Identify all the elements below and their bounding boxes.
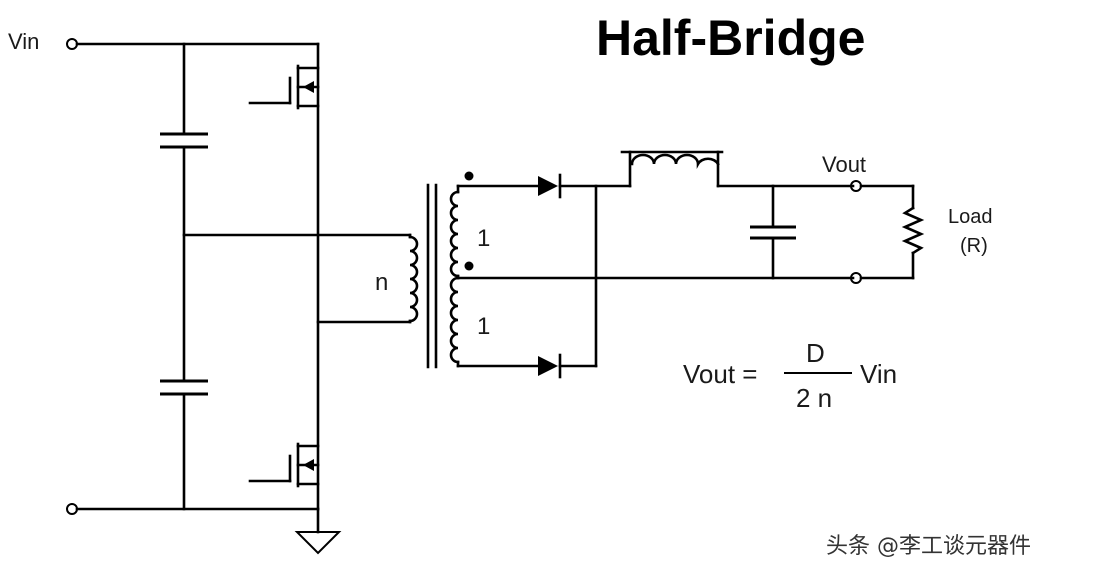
output-and-load: Vout Load (R): [822, 152, 993, 284]
top-diode: [538, 176, 558, 196]
rails: [75, 42, 320, 511]
bottom-mosfet: [248, 442, 320, 488]
secondary-bottom-turns-label: 1: [477, 313, 490, 340]
vin-label: Vin: [8, 29, 39, 54]
top-mosfet: [248, 64, 320, 110]
ground-symbol: [294, 507, 342, 555]
secondary-bottom-winding: [449, 276, 460, 364]
vout-label: Vout: [822, 152, 866, 177]
secondary-top-turns-label: 1: [477, 225, 490, 252]
vin-top-terminal: [66, 38, 78, 50]
bottom-diode: [538, 356, 558, 376]
diagram-title: Half-Bridge: [596, 10, 865, 66]
equation-rhs: Vin: [860, 359, 897, 389]
bottom-mosfet-arrow: [303, 459, 314, 471]
output-inductor: [620, 150, 855, 188]
load-resistance-label: (R): [960, 235, 988, 257]
vin-bottom-terminal: [66, 503, 78, 515]
output-equation: Vout = D 2 n Vin: [683, 338, 897, 413]
secondary-top-winding: [449, 190, 460, 278]
equation-numerator: D: [806, 338, 825, 368]
watermark: 头条 @李工谈元器件: [826, 534, 1031, 559]
output-capacitor: [750, 184, 796, 280]
polarity-dot-top: [464, 171, 474, 181]
equation-denominator: 2 n: [796, 383, 832, 413]
input-terminals: Vin: [8, 29, 78, 515]
inductor-coil: [630, 153, 720, 169]
polarity-dot-bottom: [464, 261, 474, 271]
capacitor-divider: [160, 42, 412, 511]
transformer: n 1 1: [375, 171, 490, 369]
rectifier: [456, 173, 855, 379]
top-mosfet-arrow: [303, 81, 314, 93]
load-label: Load: [948, 206, 993, 228]
load-resistor: [901, 206, 925, 255]
equation-lhs: Vout =: [683, 359, 757, 389]
primary-turns-label: n: [375, 269, 388, 296]
primary-winding: [408, 235, 419, 323]
